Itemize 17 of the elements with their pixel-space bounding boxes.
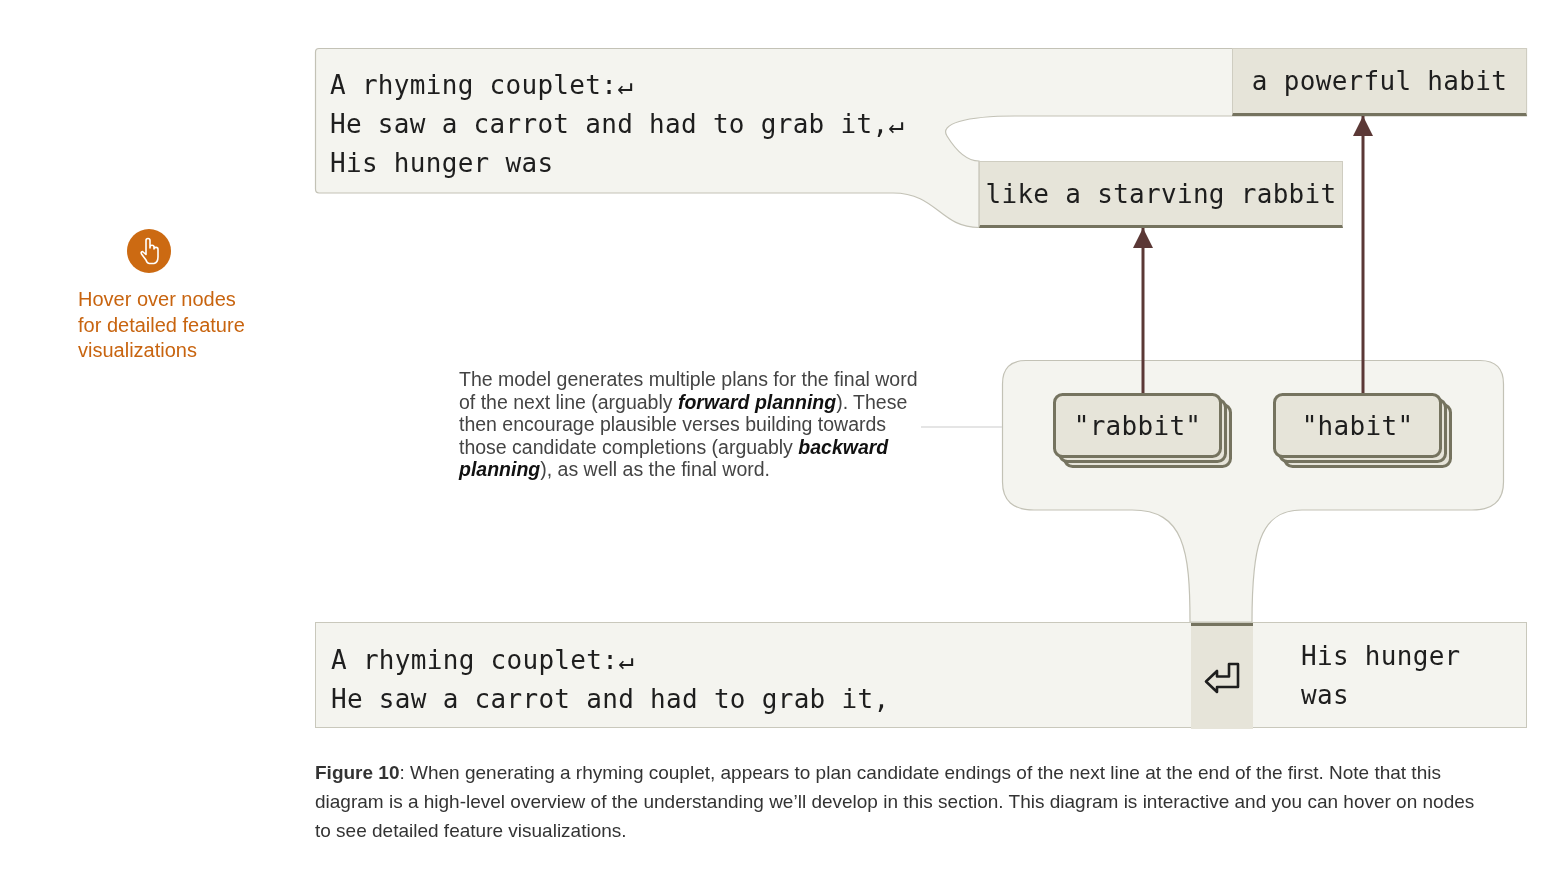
hint-text: Hover over nodes for detailed feature visualizations [78, 287, 246, 363]
prompt-line: A rhyming couplet:↵ [330, 69, 635, 102]
prompt-line: He saw a carrot and had to grab it,↵ [330, 108, 905, 141]
token-cell [1191, 623, 1253, 729]
completion-box: like a starving rabbit [979, 161, 1343, 228]
prompt-line: He saw a carrot and had to grab it, [331, 683, 890, 716]
prompt-text: His hunger was [1301, 623, 1501, 729]
prompt-bubble [315, 48, 1527, 228]
feature-group [1002, 360, 1504, 622]
arrow [1353, 116, 1373, 393]
prompt-line: A rhyming couplet:↵ [331, 644, 636, 677]
prompt-line: His hunger was [330, 147, 555, 180]
annotation-text: The model generates multiple plans for the final word of the next line (arguably forward planning). These then encourage plausible verses building towards those candidate completions (arguably backward planning), as well as the final word. [459, 368, 921, 486]
completion-box: a powerful habit [1232, 48, 1527, 116]
figure-caption: Figure 10: When generating a rhyming couplet, appears to plan candidate endings of the next line at the end of the first. Note that this diagram is a high-level overview of the understanding we’ll develop in this section. This diagram is interactive and you can hover on nodes to see detailed feature visualizations. [315, 761, 1476, 843]
prompt-bar [315, 622, 1527, 728]
arrow [1133, 228, 1153, 393]
